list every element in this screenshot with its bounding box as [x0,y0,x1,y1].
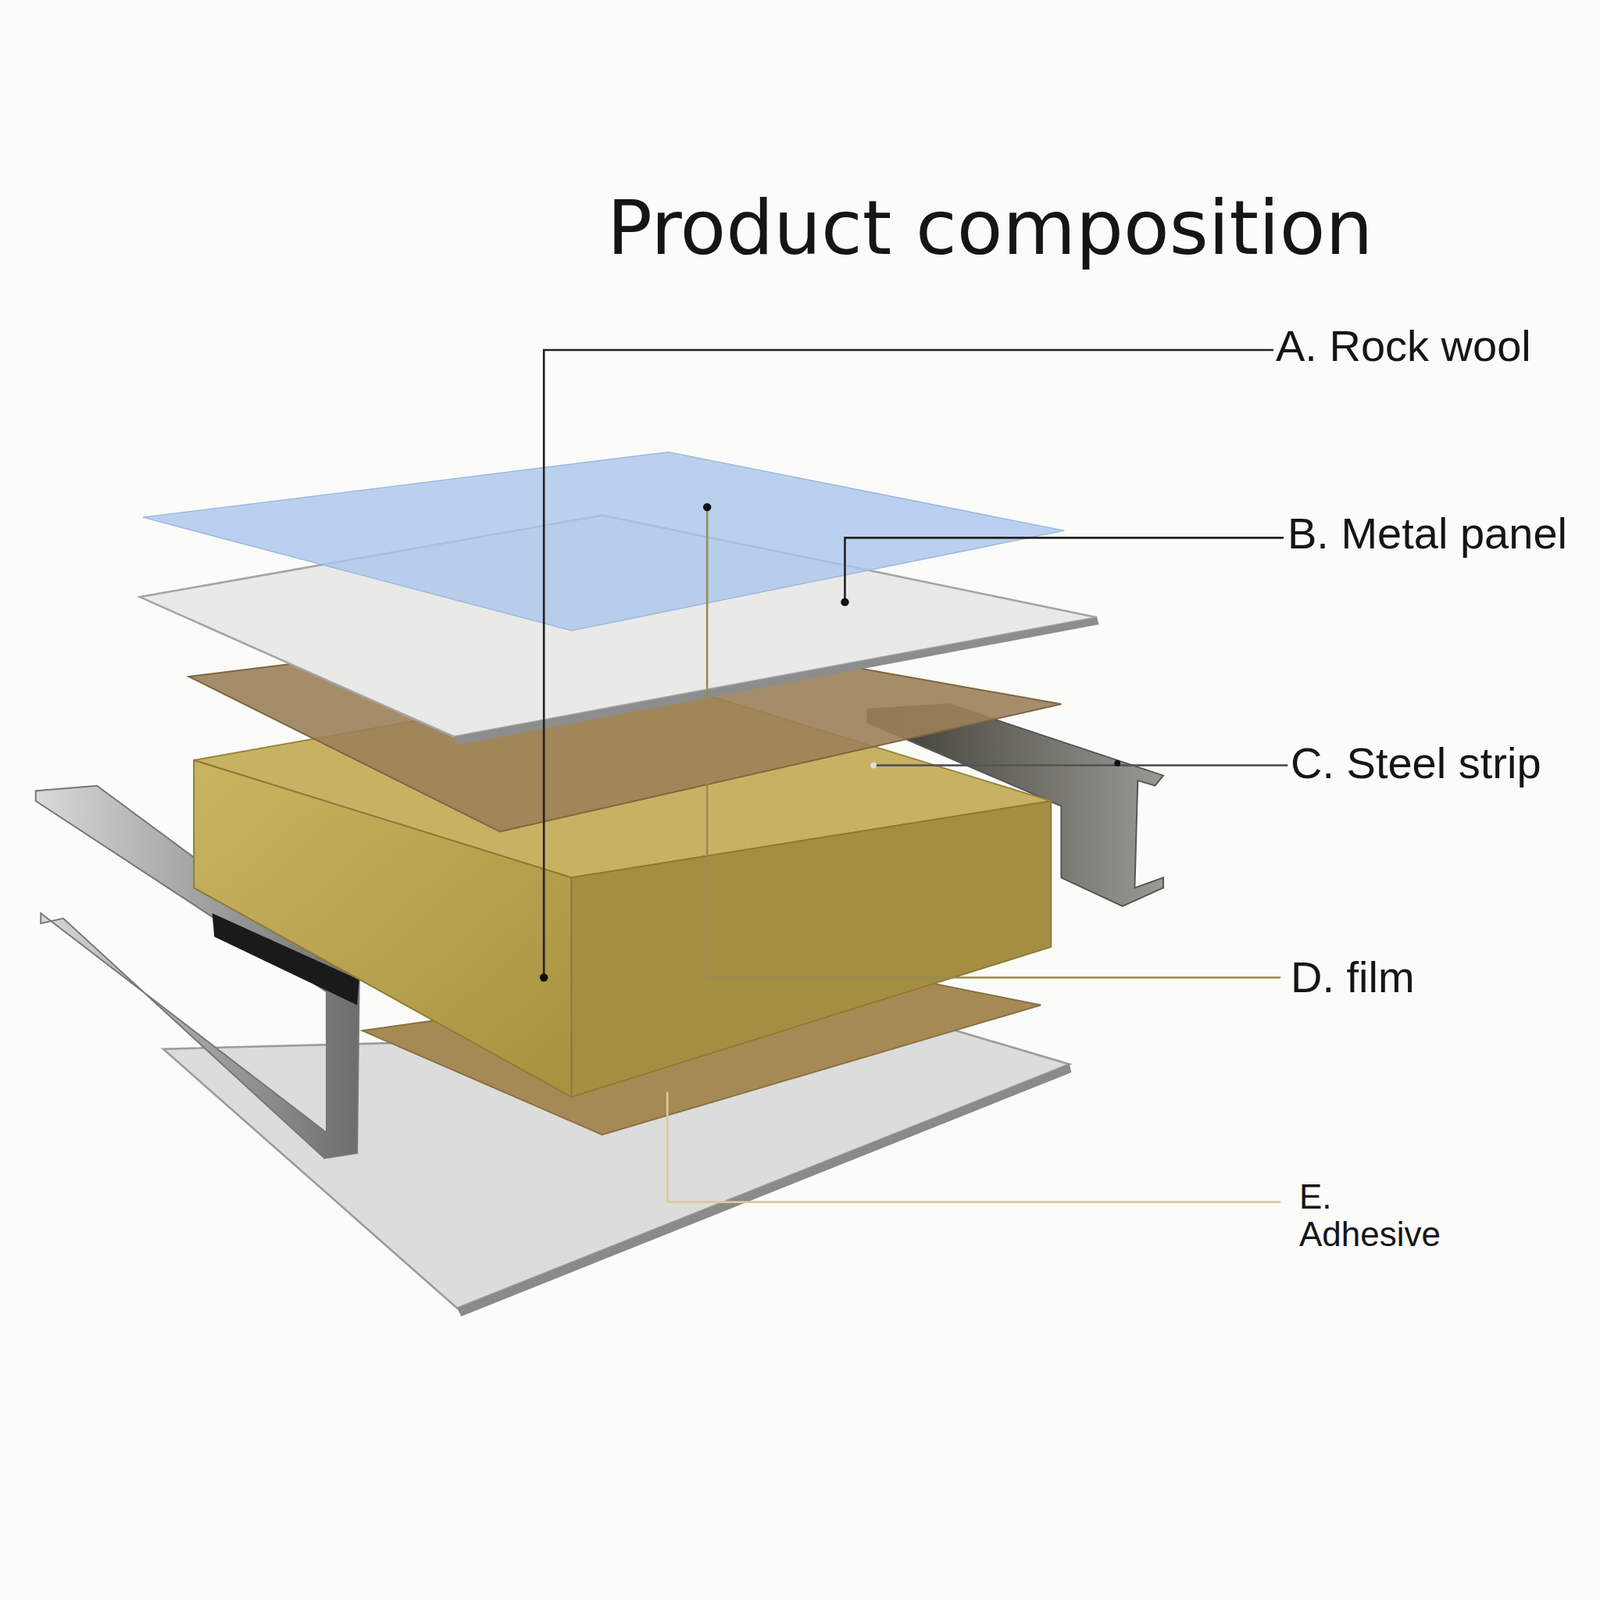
part-label: A. Rock wool [1275,320,1532,372]
part-label: E. Adhesive [1299,1178,1456,1253]
leader-dot [870,762,877,769]
leader-line [844,537,1284,602]
leader-line [873,764,1288,767]
blue-film [142,452,1065,632]
leader-dots [539,503,1121,983]
leader-lines [543,350,1288,1203]
part-label: B. Metal panel [1287,507,1568,559]
diagram-title: Product composition [607,184,1373,272]
leader-dot [539,973,548,982]
panel-edge [453,617,1099,745]
leader-line [543,350,1274,978]
rock-wool-side [571,800,1051,1097]
part-label: D. film [1290,951,1415,1003]
leader-line [667,1092,1281,1203]
leader-dot [840,597,849,606]
leader-dot [703,503,711,511]
part-label: C. Steel strip [1290,737,1542,789]
leader-dot [1114,760,1121,767]
leader-line [707,507,1281,978]
